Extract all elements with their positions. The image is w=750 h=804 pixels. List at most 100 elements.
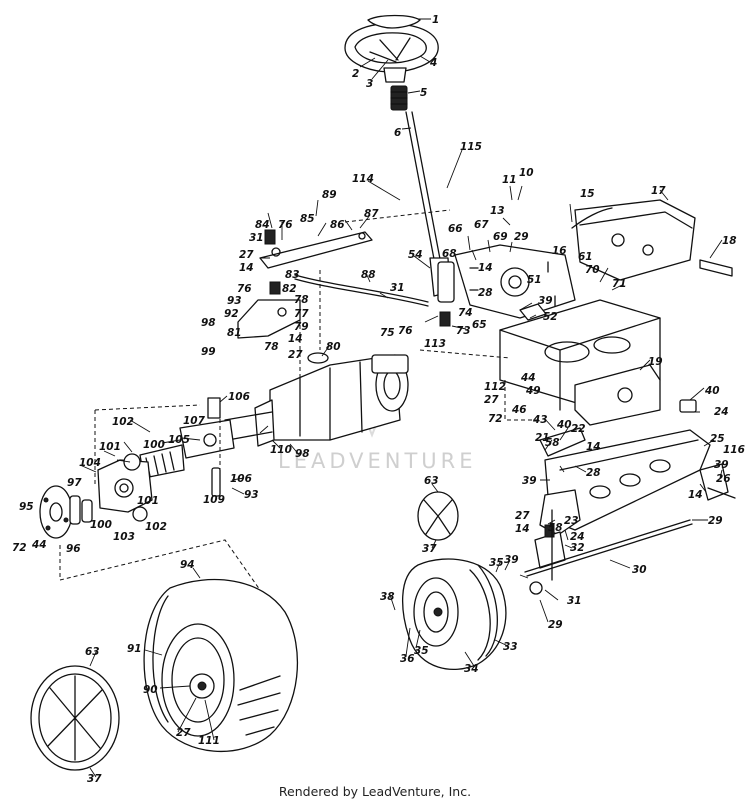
callout-63-rear: 63 [85,646,100,658]
callout-39-front-b: 39 [522,475,537,487]
callout-115: 115 [460,141,482,153]
callout-86: 86 [330,219,345,231]
callout-112: 112 [484,381,506,393]
callout-28-frame: 28 [478,287,493,299]
callout-98-rear: 98 [295,448,310,460]
transaxle-assembly [39,352,409,641]
callout-77: 77 [294,308,309,320]
callout-26: 26 [716,473,731,485]
callout-29-frame: 29 [514,231,529,243]
callout-100-a: 100 [143,439,165,451]
callout-114: 114 [352,173,374,185]
callout-43: 43 [532,414,548,426]
callout-27-link-b: 27 [288,349,303,361]
callout-6: 6 [394,127,401,139]
callout-3: 3 [366,78,373,90]
callout-18: 18 [722,235,737,247]
callout-107: 107 [183,415,206,427]
front-hubcap [417,491,459,541]
callout-105: 105 [168,434,190,446]
callout-24-b: 24 [570,531,585,543]
callout-5: 5 [420,87,427,99]
callout-25: 25 [710,433,725,445]
callout-85: 85 [300,213,315,225]
callout-78-link-b: 78 [264,341,279,353]
callout-29-front-b: 29 [548,619,563,631]
callout-78-link-a: 78 [294,294,309,306]
callout-46: 46 [511,404,527,416]
callout-39-front-a: 39 [714,459,729,471]
callout-110: 110 [270,444,292,456]
front-axle-assembly [524,399,736,595]
callout-23: 23 [564,515,579,527]
callout-54: 54 [408,249,423,261]
callout-19: 19 [648,356,663,368]
callout-33: 33 [503,641,518,653]
callout-34: 34 [464,663,479,675]
callout-83: 83 [285,269,300,281]
callout-99: 99 [201,346,216,358]
callout-4: 4 [429,57,437,69]
callout-27-link-a: 27 [239,249,254,261]
callout-14-link-b: 14 [288,333,303,345]
callout-84: 84 [255,219,270,231]
leader-lines [79,18,723,778]
callout-92: 92 [224,308,239,320]
callout-31-link-b: 31 [390,282,405,294]
callout-24-a: 24 [714,406,729,418]
callout-67: 67 [474,219,489,231]
callout-97-a: 97 [67,477,82,489]
rear-hubcap [30,665,120,771]
callout-93-link: 93 [227,295,242,307]
callout-labels: 1 2 3 4 5 6 114 115 10 11 13 15 16 17 18… [12,14,745,785]
callout-28-front: 28 [586,467,601,479]
callout-91: 91 [127,643,142,655]
callout-103: 103 [113,531,135,543]
callout-87: 87 [364,208,379,220]
callout-16: 16 [552,245,567,257]
callout-36: 36 [400,653,415,665]
callout-101-a: 101 [99,441,121,453]
callout-40-b: 40 [556,419,572,431]
callout-109: 109 [203,494,225,506]
frame-assembly [419,199,733,426]
callout-111: 111 [198,735,220,747]
callout-66: 66 [448,223,463,235]
callout-49: 49 [525,385,541,397]
callout-104: 104 [79,457,101,469]
callout-101-b: 101 [137,495,159,507]
callout-94: 94 [180,559,195,571]
callout-79: 79 [294,321,309,333]
callout-89: 89 [322,189,337,201]
callout-100-b: 100 [90,519,112,531]
callout-31-front: 31 [567,595,582,607]
callout-106-a: 106 [228,391,250,403]
callout-72-frame: 72 [488,413,503,425]
leadventure-watermark: LEADVENTURE [278,374,473,473]
footer-credit: Rendered by LeadVenture, Inc. [278,784,472,799]
steering-wheel-assembly [344,14,451,297]
callout-88: 88 [361,269,376,281]
callout-71: 71 [612,278,627,290]
callout-80: 80 [326,341,341,353]
callout-11: 11 [502,174,517,186]
callout-39-front-c: 39 [504,554,519,566]
callout-29-front-a: 29 [708,515,723,527]
callout-52: 52 [543,311,558,323]
callout-40-a: 40 [704,385,720,397]
callout-76-link: 76 [278,219,293,231]
rear-wheel [143,578,299,753]
callout-69: 69 [493,231,508,243]
callout-76-frame: 76 [398,325,413,337]
callout-93-rear: 93 [244,489,259,501]
callout-44-frame: 44 [520,372,536,384]
callout-102-a: 102 [112,416,134,428]
callout-14-front-a: 14 [688,489,703,501]
callout-17: 17 [651,185,666,197]
front-wheel [402,558,507,671]
callout-39-frame: 39 [538,295,553,307]
callout-2: 2 [352,68,359,80]
callout-65: 65 [472,319,487,331]
